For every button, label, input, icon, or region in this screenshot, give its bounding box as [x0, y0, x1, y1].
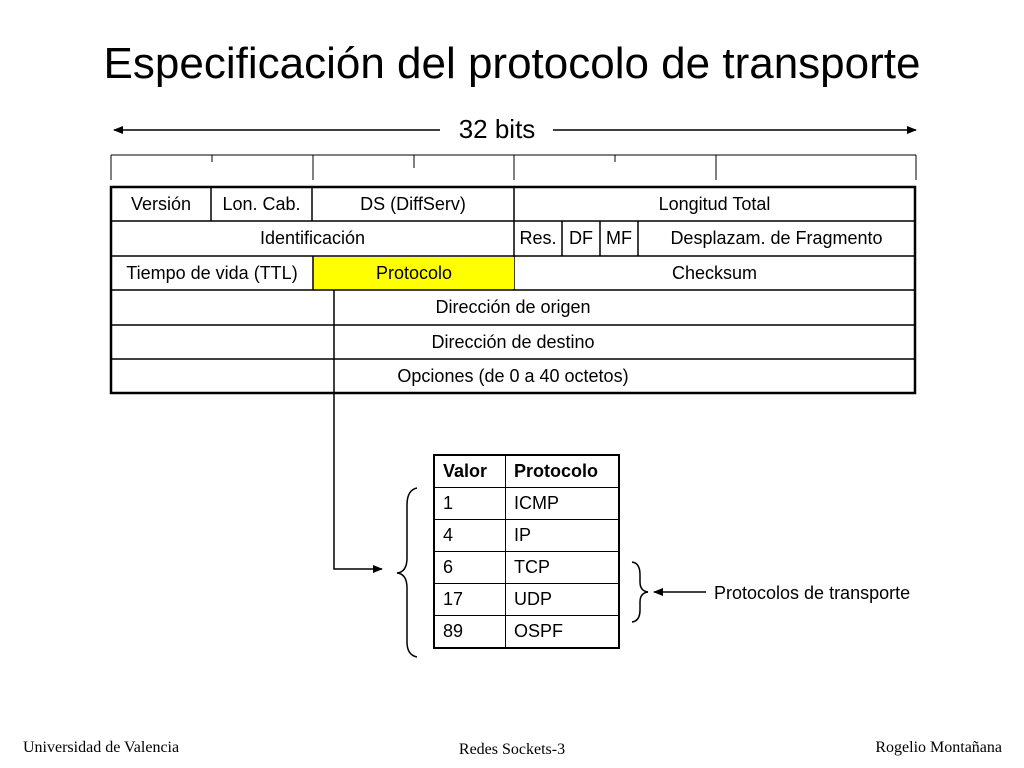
cell-value: 1 — [433, 487, 506, 520]
cell-value: 89 — [433, 615, 506, 649]
table-row: 89 OSPF — [433, 615, 620, 649]
cell-value: 4 — [433, 519, 506, 552]
header-grid — [109, 185, 917, 395]
field-version: Versión — [130, 193, 192, 214]
bit-ruler — [110, 154, 917, 180]
cell-value: 17 — [433, 583, 506, 616]
cell-protocol: ICMP — [505, 487, 620, 520]
cell-value: 6 — [433, 551, 506, 584]
protocol-table: Valor Protocolo 1 ICMP 4 IP 6 TCP 17 UDP… — [433, 454, 620, 649]
table-header-row: Valor Protocolo — [433, 454, 620, 488]
table-row: 17 UDP — [433, 583, 620, 616]
table-row: 1 ICMP — [433, 487, 620, 520]
field-ttl: Tiempo de vida (TTL) — [126, 262, 298, 283]
field-total-length: Longitud Total — [658, 193, 771, 214]
slide-title: Especificación del protocolo de transpor… — [103, 39, 921, 88]
field-mf: MF — [606, 228, 632, 248]
field-reserved: Res. — [519, 228, 557, 248]
column-header-protocol: Protocolo — [505, 454, 620, 488]
cell-protocol: TCP — [505, 551, 620, 584]
field-options: Opciones (de 0 a 40 octetos) — [397, 365, 629, 386]
table-row: 6 TCP — [433, 551, 620, 584]
field-identification: Identificación — [259, 228, 366, 248]
field-checksum: Checksum — [671, 262, 758, 283]
footer-slide-id: Redes Sockets-3 — [458, 741, 566, 758]
field-destination-address: Dirección de destino — [431, 331, 595, 352]
transport-protocols-label: Protocolos de transporte — [714, 583, 911, 603]
field-diffserv: DS (DiffServ) — [360, 193, 466, 214]
footer-university: Universidad de Valencia — [23, 739, 180, 756]
field-source-address: Dirección de origen — [435, 297, 591, 317]
field-df: DF — [569, 228, 593, 248]
bits-label: 32 bits — [447, 114, 547, 144]
left-brace — [396, 487, 418, 658]
protocol-connector — [333, 290, 383, 573]
cell-protocol: OSPF — [505, 615, 620, 649]
field-protocol-highlighted: Protocolo — [314, 257, 514, 289]
cell-protocol: IP — [505, 519, 620, 552]
field-fragment-offset: Desplazam. de Fragmento — [670, 228, 883, 248]
footer-author: Rogelio Montañana — [875, 739, 1002, 756]
table-row: 4 IP — [433, 519, 620, 552]
cell-protocol: UDP — [505, 583, 620, 616]
column-header-value: Valor — [433, 454, 506, 488]
field-header-length: Lon. Cab. — [222, 193, 301, 214]
right-brace — [631, 561, 649, 623]
